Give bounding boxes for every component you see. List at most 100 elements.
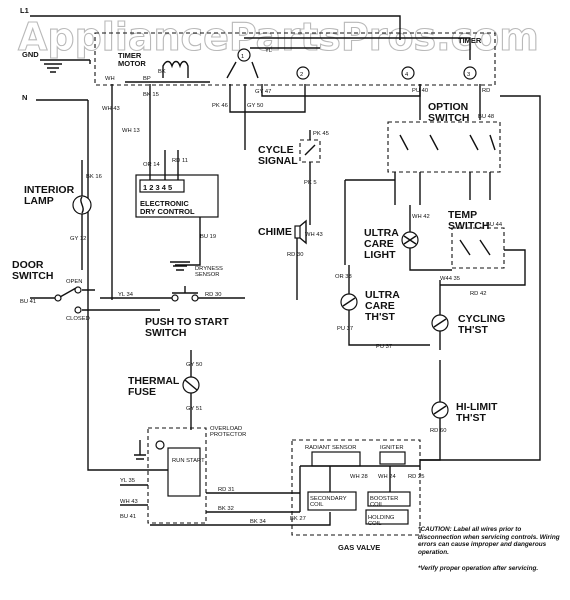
wire-label: BP <box>143 76 151 82</box>
neutral-bus <box>87 100 200 471</box>
wire-label: WH 43 <box>102 106 120 112</box>
caution-note-box: *CAUTION: Label all wires prior to disco… <box>418 526 560 572</box>
chime-label: CHIME <box>258 226 292 238</box>
l1-wire <box>30 15 401 40</box>
timer-contact-1: 1 <box>226 48 259 79</box>
svg-text:3: 3 <box>467 72 470 78</box>
wire-label: BK 27 <box>290 516 306 522</box>
wire-label: PK 45 <box>313 131 329 137</box>
wire-label: BU 19 <box>200 234 216 240</box>
wire-label: PK 46 <box>212 103 228 109</box>
timer-motor-coil <box>162 60 189 78</box>
chime-icon <box>294 219 307 300</box>
radiant-sensor <box>311 451 361 467</box>
igniter-label: IGNITER <box>380 445 404 451</box>
cycling-thermostat <box>431 280 449 350</box>
booster-coil <box>367 491 411 507</box>
motor-leads <box>120 484 300 513</box>
ultra-care-thermostat <box>340 265 430 346</box>
gnd-label: GND <box>22 50 39 59</box>
wire-label: WH 28 <box>350 474 368 480</box>
edc-leads <box>149 150 179 180</box>
wire-label: WH 24 <box>378 474 396 480</box>
svg-text:4: 4 <box>405 72 409 78</box>
wire-label: BU 48 <box>478 114 494 120</box>
dryness-sensor-icon <box>170 261 190 271</box>
wire-label: PU 37 <box>337 326 353 332</box>
wire-label: W44 35 <box>440 276 460 282</box>
wire-label: OR 38 <box>335 274 352 280</box>
wire-label: RD 42 <box>470 291 486 297</box>
wire-label: GY 50 <box>186 362 202 368</box>
svg-text:2: 2 <box>300 72 303 78</box>
wire-label: PK 5 <box>304 180 317 186</box>
option-switch <box>387 121 501 173</box>
wire-label: BK 15 <box>143 92 159 98</box>
ground-icon <box>40 59 91 73</box>
wire-label: PU 37 <box>376 344 392 350</box>
neutral-label: N <box>22 93 27 102</box>
wire-label: YL 34 <box>118 292 134 298</box>
caution-note: *CAUTION: Label all wires prior to disco… <box>418 526 560 557</box>
wire-label: BK 16 <box>86 174 102 180</box>
timer-top-bus <box>244 37 471 60</box>
temp-rd42-wire <box>440 249 526 286</box>
wire-label: OR 14 <box>143 162 161 168</box>
door-switch: OPEN CLOSED <box>30 279 160 322</box>
push-to-start-switch <box>100 286 245 302</box>
svg-text:OPEN: OPEN <box>66 279 82 285</box>
wire-label: GY 47 <box>255 89 271 95</box>
wire-label: RD 25 <box>408 474 424 480</box>
wire-label: RD 31 <box>218 487 234 493</box>
wire-label: RD <box>482 88 490 94</box>
timer-contact-4: 4 <box>401 66 415 80</box>
wire-label: RD 30 <box>205 292 221 298</box>
radiant-sensor-label: RADIANT SENSOR <box>305 445 356 451</box>
gas-valve-wires <box>299 465 420 512</box>
wire-label: RD 11 <box>172 158 188 164</box>
gas-valve-label: GAS VALVE <box>338 543 380 552</box>
wire-label: WH 13 <box>122 128 140 134</box>
timer-contact-3: 3 <box>463 66 477 80</box>
secondary-coil <box>307 491 357 511</box>
wire-label-group: PK 46 GY 47 GY 50 YL WH 43 BK 15 BP WH B… <box>20 48 503 525</box>
wire-label: WH 42 <box>412 214 430 220</box>
gas-valve-enclosure <box>291 439 421 536</box>
wire-label: RD 30 <box>287 252 303 258</box>
wire-label: GY 51 <box>186 406 202 412</box>
wire-label: PU 40 <box>412 88 428 94</box>
or38-wire <box>344 179 395 265</box>
wire-label: RD 60 <box>430 428 446 434</box>
thermal-fuse <box>182 350 200 430</box>
svg-text:1: 1 <box>241 54 244 60</box>
bk34-wire <box>150 512 331 526</box>
edc-sensor-wire <box>175 217 201 266</box>
ultra-care-light <box>401 205 452 271</box>
wire-label: GY 50 <box>247 103 263 109</box>
timer-out-gy47 <box>261 84 421 97</box>
igniter <box>379 451 406 465</box>
motor-windings <box>167 447 201 497</box>
edc-terminal-block <box>139 179 185 193</box>
wire-label: BU 41 <box>20 299 36 305</box>
motor-enclosure <box>147 427 207 524</box>
wire-label: BK <box>158 69 166 75</box>
timer-contact-2: 2 <box>296 66 310 80</box>
svg-text:CLOSED: CLOSED <box>66 316 90 322</box>
timer-enclosure <box>94 32 496 86</box>
overload-protector-icon <box>155 440 165 450</box>
wire-label: WH 43 <box>120 499 138 505</box>
